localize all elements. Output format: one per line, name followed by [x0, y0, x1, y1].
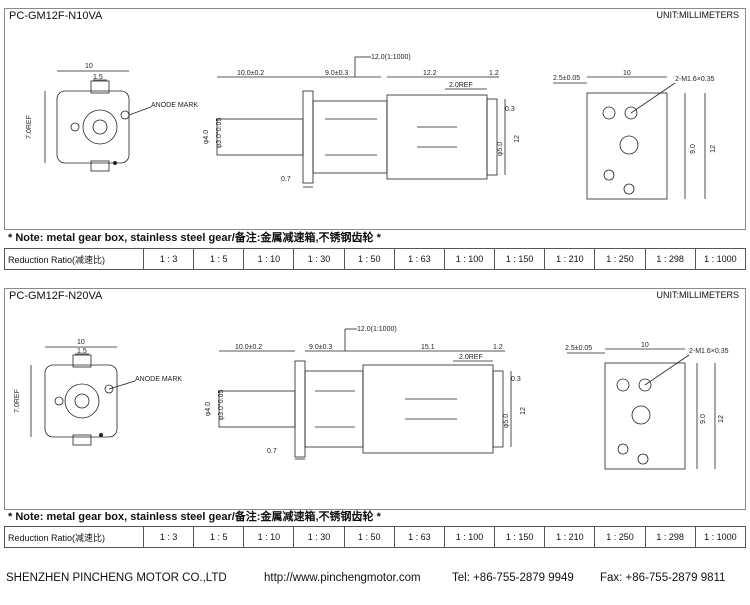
dim-gear: 9.0±0.3: [309, 344, 332, 351]
reduction-ratio-table: Reduction Ratio(减速比) 1 : 3 1 : 5 1 : 10 …: [4, 248, 747, 270]
dim-offset: 2.5±0.05: [565, 345, 592, 352]
dim-d3: φ3.0°0.05: [217, 390, 225, 421]
ratio-cell: 1 : 5: [193, 248, 245, 270]
ratio-cell: 1 : 50: [343, 526, 395, 548]
ratio-cell: 1 : 250: [594, 248, 646, 270]
dim-screw: 2-M1.6×0.35: [689, 348, 729, 355]
dim-h9: 9.0: [690, 144, 697, 154]
ratio-cell: 1 : 210: [544, 526, 596, 548]
ratio-cell: 1 : 210: [544, 248, 596, 270]
ratio-cell: 1 : 100: [443, 526, 496, 548]
dim-t03: 0.3: [511, 376, 521, 383]
reduction-ratio-table: Reduction Ratio(减速比) 1 : 3 1 : 5 1 : 10 …: [4, 526, 747, 548]
dim-anode-mark: ANODE MARK: [151, 102, 198, 109]
model-title: PC-GM12F-N10VA: [9, 10, 103, 22]
table-row: Reduction Ratio(减速比) 1 : 3 1 : 5 1 : 10 …: [4, 526, 747, 548]
unit-label: UNIT:MILLIMETERS: [656, 290, 739, 300]
technical-drawing: 10 1.5 ANODE MARK 7.0REF 10.0±0.2 9.0±0.…: [26, 54, 717, 200]
dim-shaft: 10.0±0.2: [237, 70, 264, 77]
ratio-cell: 1 : 150: [494, 248, 546, 270]
dim-d4: φ4.0: [205, 402, 212, 416]
ratio-cell: 1 : 10: [243, 526, 295, 548]
dim-h9: 9.0: [700, 414, 707, 424]
ratio-cell: 1 : 1000: [694, 248, 747, 270]
dim-t03: 0.3: [505, 106, 515, 113]
dim-d5: φ5.0: [497, 142, 504, 156]
dim-reduction-length: 12.0(1:1000): [371, 54, 411, 61]
telephone: Tel: +86-755-2879 9949: [452, 572, 574, 584]
ratio-cell: 1 : 150: [494, 526, 546, 548]
dim-anode-mark: ANODE MARK: [135, 376, 182, 383]
drawing-panel-n20va: PC-GM12F-N20VA UNIT:MILLIMETERS: [4, 288, 746, 510]
ratio-cell: 1 : 30: [293, 526, 345, 548]
dim-small: 0.7: [281, 176, 291, 183]
dim-tab: 1.2: [489, 70, 499, 77]
ratio-cell: 1 : 298: [644, 526, 696, 548]
ratio-cell: 1 : 250: [594, 526, 646, 548]
note-text: * Note: metal gear box, stainless steel …: [8, 511, 381, 523]
ratio-cell: 1 : 10: [243, 248, 295, 270]
dim-h12: 12: [514, 135, 521, 143]
dim-tab: 1.2: [493, 344, 503, 351]
dim-pitch: 1.5: [77, 348, 87, 355]
dim-h12: 12: [520, 407, 527, 415]
dim-depth: 7.0REF: [14, 389, 21, 413]
dim-width: 10: [85, 63, 93, 70]
dim-d4: φ4.0: [203, 130, 210, 144]
dim-d5: φ5.0: [503, 414, 510, 428]
dim-rear-width: 10: [623, 70, 631, 77]
ratio-cell: 1 : 5: [193, 526, 245, 548]
dim-offset: 2.5±0.05: [553, 75, 580, 82]
dim-reduction-length: 12.0(1:1000): [357, 326, 397, 333]
note-text: * Note: metal gear box, stainless steel …: [8, 232, 381, 244]
dim-h12-rear: 12: [710, 145, 717, 153]
dim-h12-rear: 12: [718, 415, 725, 423]
table-row: Reduction Ratio(减速比) 1 : 3 1 : 5 1 : 10 …: [4, 248, 747, 270]
dim-rear-width: 10: [641, 342, 649, 349]
ratio-cell: 1 : 30: [293, 248, 345, 270]
dim-motor: 15.1: [421, 344, 435, 351]
dim-ref: 2.0REF: [459, 354, 483, 361]
dim-width: 10: [77, 339, 85, 346]
ratio-cell: 1 : 50: [343, 248, 395, 270]
technical-drawing: 10 1.5 ANODE MARK 7.0REF 10.0±0.2 9.0±0.…: [14, 326, 729, 470]
unit-label: UNIT:MILLIMETERS: [656, 10, 739, 20]
ratio-cell: 1 : 298: [644, 248, 696, 270]
dim-motor: 12.2: [423, 70, 437, 77]
dim-depth: 7.0REF: [26, 115, 33, 139]
ratio-cell: 1 : 3: [142, 248, 195, 270]
dim-shaft: 10.0±0.2: [235, 344, 262, 351]
dim-screw: 2-M1.6×0.35: [675, 76, 715, 83]
table-header-cell: Reduction Ratio(减速比): [4, 248, 144, 270]
ratio-cell: 1 : 100: [443, 248, 496, 270]
dim-small: 0.7: [267, 448, 277, 455]
company-name: SHENZHEN PINCHENG MOTOR CO.,LTD: [6, 572, 227, 584]
dim-ref: 2.0REF: [449, 82, 473, 89]
website-link[interactable]: http://www.pinchengmotor.com: [264, 572, 421, 584]
drawing-panel-n10va: PC-GM12F-N10VA UNIT:MILLIMETERS: [4, 8, 746, 230]
dim-d3: φ3.0°0.05: [215, 118, 223, 149]
dim-gear: 9.0±0.3: [325, 70, 348, 77]
model-title: PC-GM12F-N20VA: [9, 290, 103, 302]
ratio-cell: 1 : 63: [393, 526, 445, 548]
ratio-cell: 1 : 3: [142, 526, 195, 548]
table-header-cell: Reduction Ratio(减速比): [4, 526, 144, 548]
dim-pitch: 1.5: [93, 74, 103, 81]
ratio-cell: 1 : 1000: [694, 526, 747, 548]
ratio-cell: 1 : 63: [393, 248, 445, 270]
fax: Fax: +86-755-2879 9811: [600, 572, 726, 584]
